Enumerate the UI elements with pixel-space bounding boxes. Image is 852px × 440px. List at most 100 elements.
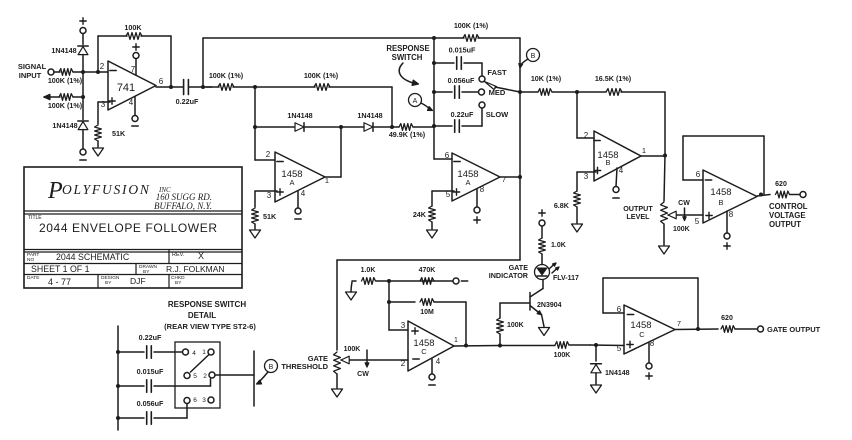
svg-text:2044 SCHEMATIC: 2044 SCHEMATIC <box>56 252 130 262</box>
svg-text:1458: 1458 <box>281 169 302 180</box>
svg-text:SWITCH: SWITCH <box>392 53 423 62</box>
svg-text:A: A <box>465 178 470 187</box>
svg-text:1458: 1458 <box>597 150 618 161</box>
svg-text:24K: 24K <box>413 210 427 219</box>
svg-text:2: 2 <box>203 373 207 380</box>
svg-text:REV.: REV. <box>172 252 185 258</box>
svg-text:OLYFUSION: OLYFUSION <box>62 182 151 197</box>
svg-text:8: 8 <box>650 339 655 348</box>
svg-text:2044 ENVELOPE FOLLOWER: 2044 ENVELOPE FOLLOWER <box>39 221 218 235</box>
svg-text:4: 4 <box>619 166 624 175</box>
svg-text:0.22uF: 0.22uF <box>176 97 199 106</box>
svg-text:GATE: GATE <box>509 263 529 272</box>
svg-text:6: 6 <box>193 397 197 404</box>
svg-text:0.015uF: 0.015uF <box>449 46 476 55</box>
svg-text:6.8K: 6.8K <box>554 201 570 210</box>
svg-text:DJF: DJF <box>130 276 146 286</box>
svg-text:1458: 1458 <box>413 338 434 349</box>
svg-text:B: B <box>531 53 536 60</box>
svg-text:SHEET 1 OF 1: SHEET 1 OF 1 <box>31 264 90 274</box>
svg-text:741: 741 <box>117 82 135 94</box>
svg-text:B: B <box>718 198 723 207</box>
svg-text:A: A <box>413 98 418 105</box>
svg-text:MED: MED <box>489 88 506 97</box>
svg-text:R.J. FOLKMAN: R.J. FOLKMAN <box>166 264 225 274</box>
svg-text:51K: 51K <box>112 129 126 138</box>
svg-text:7: 7 <box>677 319 681 328</box>
svg-text:PART: PART <box>27 252 39 258</box>
svg-text:1: 1 <box>454 337 458 344</box>
svg-text:THRESHOLD: THRESHOLD <box>281 362 328 371</box>
svg-text:10M: 10M <box>420 309 434 316</box>
svg-text:TITLE: TITLE <box>28 215 42 221</box>
svg-text:BUFFALO, N.Y.: BUFFALO, N.Y. <box>154 201 212 211</box>
svg-text:3: 3 <box>267 191 272 200</box>
svg-text:1458: 1458 <box>630 320 651 331</box>
svg-text:BY: BY <box>105 280 112 286</box>
svg-text:4: 4 <box>301 189 306 198</box>
svg-text:5: 5 <box>695 217 700 226</box>
svg-text:2N3904: 2N3904 <box>537 302 562 309</box>
svg-text:SIGNAL: SIGNAL <box>18 62 47 71</box>
svg-text:VOLTAGE: VOLTAGE <box>769 211 806 220</box>
svg-text:0.056uF: 0.056uF <box>448 76 475 85</box>
svg-text:100K (1%): 100K (1%) <box>48 76 83 85</box>
svg-text:8: 8 <box>480 185 485 194</box>
svg-text:6: 6 <box>445 151 450 160</box>
svg-text:100K (1%): 100K (1%) <box>304 71 339 80</box>
svg-text:DATE: DATE <box>27 275 39 281</box>
svg-text:7: 7 <box>131 65 136 74</box>
svg-text:GATE OUTPUT: GATE OUTPUT <box>767 325 821 334</box>
svg-text:RESPONSE: RESPONSE <box>386 44 429 53</box>
svg-text:100K (1%): 100K (1%) <box>48 101 83 110</box>
svg-text:C: C <box>421 347 427 356</box>
svg-text:5: 5 <box>446 190 451 199</box>
svg-text:DESIGN: DESIGN <box>101 275 120 281</box>
svg-text:160 SUGG RD.: 160 SUGG RD. <box>156 192 212 202</box>
svg-text:100K: 100K <box>507 322 524 329</box>
svg-text:3: 3 <box>202 397 206 404</box>
svg-text:1N4148: 1N4148 <box>357 111 382 120</box>
svg-text:CW: CW <box>678 200 690 207</box>
svg-text:100K: 100K <box>554 352 571 359</box>
svg-text:100K: 100K <box>124 23 142 32</box>
svg-text:100K: 100K <box>344 346 361 353</box>
svg-text:1.0K: 1.0K <box>551 242 566 249</box>
svg-text:6: 6 <box>159 77 164 86</box>
svg-text:1N4148: 1N4148 <box>52 121 77 130</box>
svg-text:51K: 51K <box>263 212 277 221</box>
svg-text:1458: 1458 <box>457 169 478 180</box>
svg-text:CHKD: CHKD <box>171 275 185 281</box>
svg-text:8: 8 <box>729 210 734 219</box>
svg-text:2: 2 <box>100 62 105 71</box>
svg-text:X: X <box>198 251 204 261</box>
svg-text:CONTROL: CONTROL <box>769 202 808 211</box>
svg-text:A: A <box>289 178 294 187</box>
svg-text:1458: 1458 <box>710 187 731 198</box>
svg-text:4 - 77: 4 - 77 <box>48 277 71 287</box>
svg-text:7: 7 <box>502 175 506 184</box>
svg-text:2: 2 <box>401 359 406 368</box>
svg-text:1.0K: 1.0K <box>361 267 376 274</box>
svg-text:INC: INC <box>158 186 171 194</box>
svg-text:6: 6 <box>696 170 701 179</box>
svg-text:DETAIL: DETAIL <box>188 311 216 320</box>
svg-text:4: 4 <box>436 357 441 366</box>
svg-text:BY: BY <box>143 269 150 275</box>
svg-text:2: 2 <box>584 131 589 140</box>
svg-text:INDICATOR: INDICATOR <box>489 271 529 280</box>
svg-text:3: 3 <box>401 321 406 330</box>
svg-text:B: B <box>269 364 274 371</box>
svg-text:OUTPUT: OUTPUT <box>623 204 653 213</box>
svg-text:0.015uF: 0.015uF <box>137 367 164 376</box>
svg-text:DRAWN: DRAWN <box>139 264 157 270</box>
svg-text:1: 1 <box>202 349 206 356</box>
svg-text:1: 1 <box>642 146 646 155</box>
svg-text:BY: BY <box>175 280 182 286</box>
svg-text:FAST: FAST <box>487 68 507 77</box>
svg-text:5: 5 <box>617 344 622 353</box>
svg-text:C: C <box>639 330 645 339</box>
svg-text:0.22uF: 0.22uF <box>139 333 162 342</box>
svg-text:2: 2 <box>266 150 271 159</box>
svg-text:1: 1 <box>325 176 329 185</box>
